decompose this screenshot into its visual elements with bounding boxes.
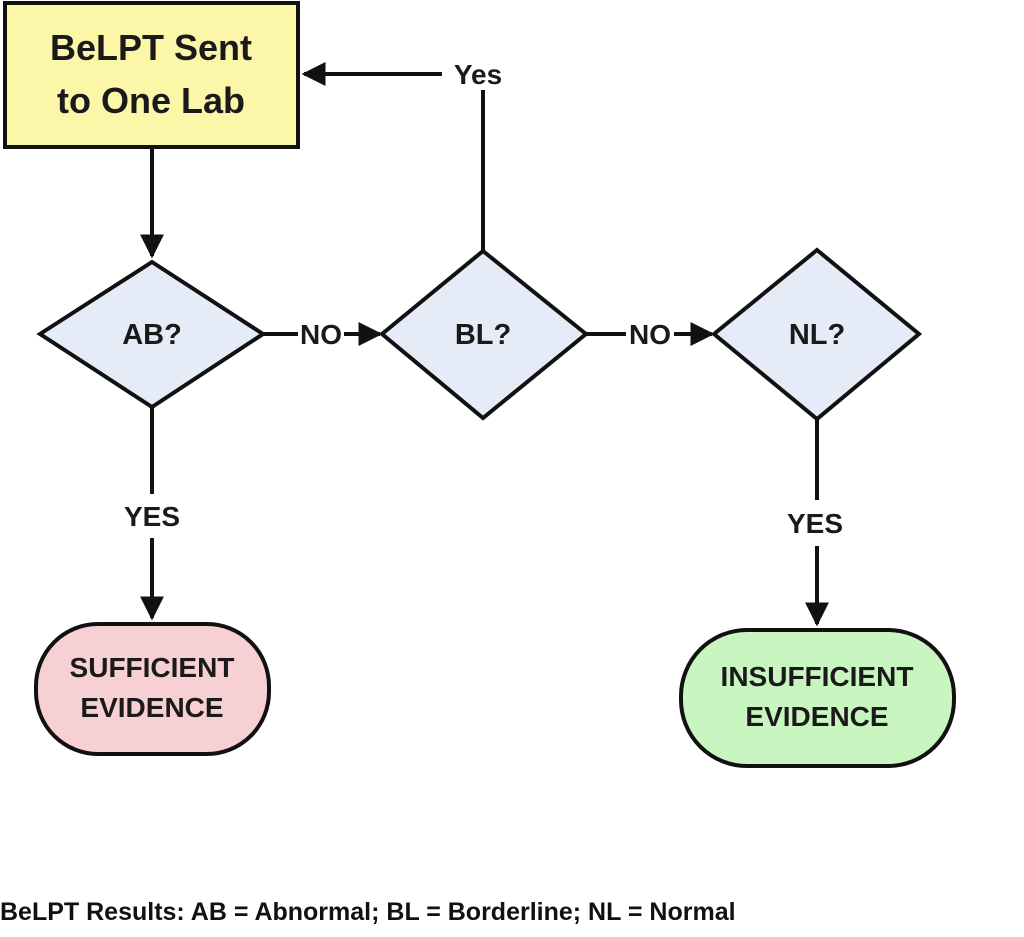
start-box <box>3 1 300 149</box>
outcome-insufficient-line2: EVIDENCE <box>745 701 888 732</box>
outcome-sufficient-line2: EVIDENCE <box>80 692 223 723</box>
start-box-line2: to One Lab <box>57 80 245 121</box>
outcome-sufficient <box>34 622 271 756</box>
legend-footer: BeLPT Results: AB = Abnormal; BL = Borde… <box>0 898 736 926</box>
outcome-insufficient <box>679 628 956 768</box>
decision-nl-label: NL? <box>789 319 845 351</box>
edge-nl-yes-label: YES <box>787 508 843 539</box>
outcome-insufficient-line1: INSUFFICIENT <box>721 661 914 692</box>
decision-bl-label: BL? <box>455 319 511 351</box>
outcome-sufficient-line1: SUFFICIENT <box>70 652 235 683</box>
edge-bl-no-label: NO <box>629 319 671 350</box>
decision-ab-label: AB? <box>122 319 182 351</box>
edge-ab-yes-label: YES <box>124 501 180 532</box>
edge-bl-yes-label: Yes <box>454 59 502 90</box>
decision-bl <box>378 248 590 421</box>
edge-ab-no-label: NO <box>300 319 342 350</box>
start-box-line1: BeLPT Sent <box>50 27 252 68</box>
